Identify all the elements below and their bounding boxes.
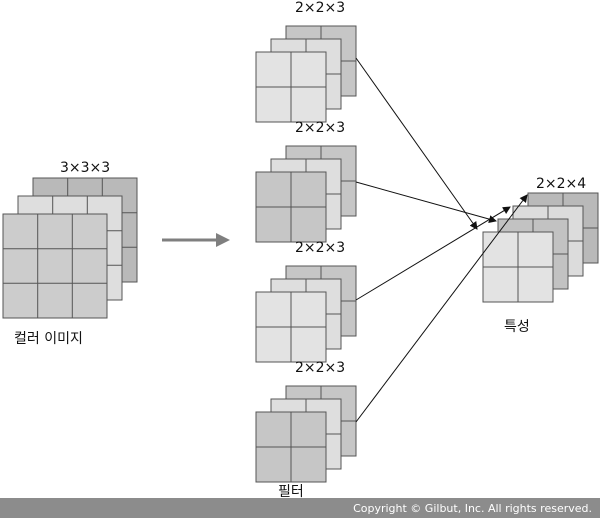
filter-4: 2×2×3	[255, 360, 357, 483]
filter-4-layer-front	[255, 411, 327, 483]
filter-1: 2×2×3	[255, 0, 357, 123]
input-image-stack: 3×3×3	[2, 160, 138, 319]
input-layer-front	[2, 213, 108, 319]
connector-arrows	[355, 57, 528, 423]
main-arrow	[162, 233, 230, 247]
copyright-text: Copyright © Gilbut, Inc. All rights rese…	[353, 501, 592, 515]
input-dims-label: 3×3×3	[60, 160, 110, 176]
connector-arrow-4	[355, 194, 528, 423]
filter-3-layer-front	[255, 291, 327, 363]
connector-arrow-2	[355, 181, 497, 223]
filter-3-dims-label: 2×2×3	[295, 240, 345, 256]
output-feature-label: 특성	[504, 319, 530, 335]
filter-4-dims-label: 2×2×3	[295, 360, 345, 376]
filter-2-layer-front	[255, 171, 327, 243]
filter-1-layer-front	[255, 51, 327, 123]
diagram: 3×3×3 컬러 이미지 2×2×3 2×2×3 2×2×3 2×2×3 필터 2×2…	[2, 0, 599, 498]
filter-3: 2×2×3	[255, 240, 357, 363]
connector-arrow-1	[355, 57, 478, 230]
input-image-label: 컬러 이미지	[14, 331, 83, 347]
filters-group: 2×2×3 2×2×3 2×2×3 2×2×3	[255, 0, 357, 483]
filter-2: 2×2×3	[255, 120, 357, 243]
filters-label: 필터	[278, 484, 304, 498]
output-feature-stack: 2×2×4	[482, 176, 599, 303]
connector-arrow-3	[355, 206, 511, 301]
output-dims-label: 2×2×4	[536, 176, 586, 192]
output-layer-1	[482, 231, 554, 303]
filter-2-dims-label: 2×2×3	[295, 120, 345, 136]
copyright-footer: Copyright © Gilbut, Inc. All rights rese…	[0, 498, 600, 518]
filter-1-dims-label: 2×2×3	[295, 0, 345, 16]
